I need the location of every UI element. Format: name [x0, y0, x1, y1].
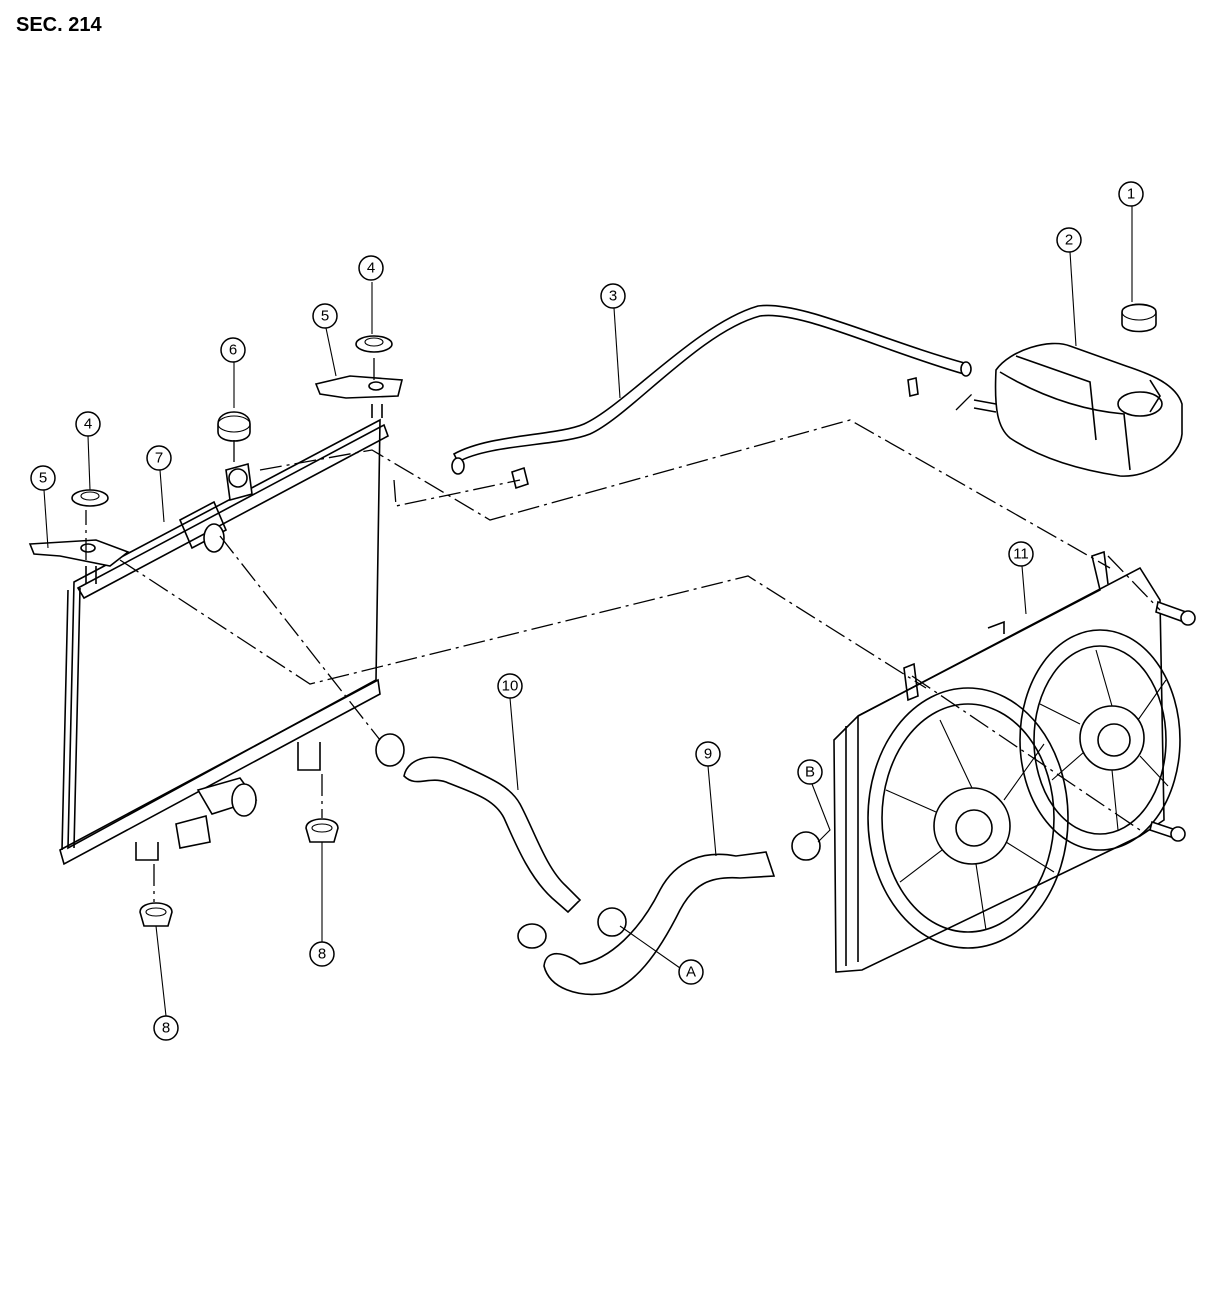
- svg-text:A: A: [686, 964, 696, 981]
- callout-4-right: 4: [358, 255, 384, 281]
- svg-text:2: 2: [1065, 232, 1073, 249]
- callout-B: B: [797, 759, 823, 785]
- svg-text:6: 6: [229, 342, 237, 359]
- bracket-hole-right: [368, 381, 384, 391]
- callout-3: 3: [600, 283, 626, 309]
- callout-A: A: [678, 959, 704, 985]
- callout-1: 1: [1118, 181, 1144, 207]
- callout-10: 10: [497, 673, 523, 699]
- svg-text:4: 4: [84, 416, 92, 433]
- radiator: [59, 404, 389, 866]
- svg-text:10: 10: [502, 678, 519, 695]
- lower-hose: [403, 756, 582, 914]
- svg-text:5: 5: [321, 308, 329, 325]
- reservoir-tank: [973, 342, 1183, 477]
- hose-clamp-A-right: [597, 907, 627, 937]
- svg-text:3: 3: [609, 288, 617, 305]
- lower-grommet-right: [305, 818, 339, 843]
- svg-text:9: 9: [704, 746, 712, 763]
- bracket-upper-right: [314, 375, 404, 399]
- svg-text:11: 11: [1013, 546, 1029, 563]
- lower-grommet-left: [139, 902, 173, 927]
- mount-bushing-right: [355, 335, 393, 353]
- svg-text:7: 7: [155, 450, 163, 467]
- callout-8-right: 8: [309, 941, 335, 967]
- callout-8-left: 8: [153, 1015, 179, 1041]
- svg-text:5: 5: [39, 470, 47, 487]
- callout-9: 9: [695, 741, 721, 767]
- bracket-upper-left: [28, 539, 130, 567]
- callout-2: 2: [1056, 227, 1082, 253]
- radiator-cap: [217, 411, 251, 442]
- callout-5-right: 5: [312, 303, 338, 329]
- svg-text:8: 8: [162, 1020, 170, 1037]
- assembly-leader-lines: [85, 356, 1161, 902]
- callout-7: 7: [146, 445, 172, 471]
- hose-clamp-upper-left: [375, 733, 405, 767]
- callout-11: 11: [1008, 541, 1034, 567]
- hose-clamp-A-left: [517, 923, 547, 949]
- callout-4-left: 4: [75, 411, 101, 437]
- svg-text:B: B: [805, 764, 815, 781]
- hose-clamp-B: [791, 831, 821, 861]
- fan-shroud-assembly: [833, 550, 1196, 973]
- svg-text:8: 8: [318, 946, 326, 963]
- section-title: SEC. 214: [16, 14, 102, 36]
- svg-text:1: 1: [1127, 186, 1135, 203]
- bracket-hole-left: [80, 543, 96, 553]
- callout-5-left: 5: [30, 465, 56, 491]
- callout-leaders: [43, 206, 1133, 1017]
- svg-text:4: 4: [367, 260, 375, 277]
- upper-hose: [543, 851, 776, 996]
- reservoir-cap: [1121, 303, 1157, 333]
- callout-6: 6: [220, 337, 246, 363]
- reservoir-hose: [451, 304, 972, 490]
